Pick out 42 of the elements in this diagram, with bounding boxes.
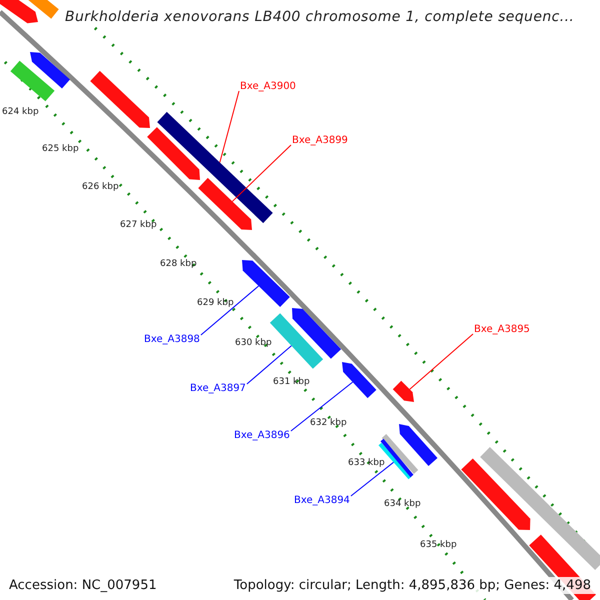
tick-label: 626 kbp: [82, 182, 119, 192]
gene-label: Bxe_A3898: [144, 334, 200, 345]
tick-label: 632 kbp: [310, 418, 347, 428]
gene-block: [392, 380, 414, 402]
gene-block: [157, 112, 273, 224]
tick-label: 629 kbp: [197, 298, 234, 308]
gene-block: [198, 178, 252, 230]
map-title: Burkholderia xenovorans LB400 chromosome 1, complete sequenc...: [65, 9, 574, 25]
leader-line: [290, 382, 354, 432]
gene-block: [10, 60, 55, 102]
gene-block: [342, 362, 376, 398]
gene-block: [480, 447, 600, 570]
gene-block: [147, 127, 200, 180]
gene-label: Bxe_A3895: [474, 324, 530, 335]
gene-label: Bxe_A3899: [292, 135, 348, 146]
leader-line: [219, 90, 240, 163]
tick-label: 633 kbp: [348, 458, 385, 468]
gene-label: Bxe_A3900: [240, 81, 296, 92]
leader-line: [409, 334, 474, 390]
tick-label: 631 kbp: [273, 377, 310, 387]
gene-block: [30, 52, 70, 88]
tick-label: 630 kbp: [235, 338, 272, 348]
leader-line: [232, 144, 292, 202]
gene-label: Bxe_A3897: [190, 383, 246, 394]
gene-block: [461, 458, 530, 530]
tick-label: 634 kbp: [384, 499, 421, 509]
leader-line: [350, 462, 394, 496]
tick-label: 628 kbp: [160, 259, 197, 269]
gene-block: [399, 424, 438, 466]
tick-label: 624 kbp: [2, 107, 39, 117]
gene-block: [0, 0, 38, 24]
gene-block: [270, 313, 324, 369]
tick-label: 635 kbp: [420, 540, 457, 550]
gene-block: [292, 308, 342, 359]
tick-label: 625 kbp: [42, 144, 79, 154]
gene-label: Bxe_A3894: [294, 495, 350, 506]
gene-block: [90, 70, 150, 128]
tick-label: 627 kbp: [120, 220, 157, 230]
leader-line: [200, 286, 260, 336]
gene-label: Bxe_A3896: [234, 430, 290, 441]
gene-block: [242, 260, 290, 307]
leader-line: [246, 345, 292, 384]
